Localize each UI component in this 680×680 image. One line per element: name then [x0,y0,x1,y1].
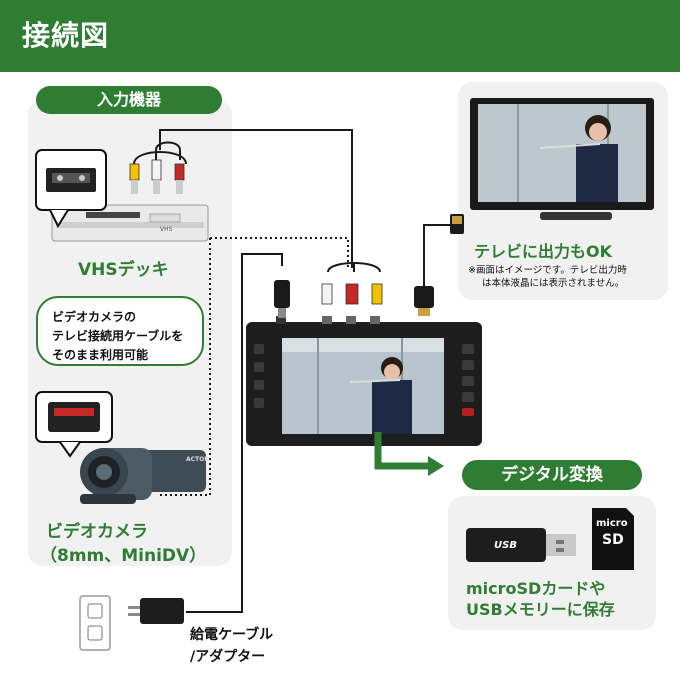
header-bar: 接続図 [0,0,680,72]
rca-plugs-vhs [129,159,185,194]
microsd-label-line2: SD [602,532,624,548]
bubble-line-1: ビデオカメラの [52,310,137,324]
video-camera-label-line2: （8mm、MiniDV） [40,546,207,566]
cable-camera-to-converter [210,237,349,268]
hdmi-cable [423,224,452,288]
page-title: 接続図 [22,19,110,52]
arrow-head-icon [428,456,444,476]
video-camera-label-line1: ビデオカメラ [46,522,148,542]
bubble-line-3: そのまま利用可能 [52,348,149,362]
vhs-brand-logo: VHS [160,226,173,233]
tv-output-label: テレビに出力もOK [474,242,613,261]
tv-note-line1: ※画面はイメージです。テレビ出力時 [468,265,627,276]
video-camera-illustration [35,391,206,504]
power-cable-label: 給電ケーブル /アダプター [190,624,273,668]
power-cable [186,253,283,613]
conversion-arrow [374,432,432,470]
storage-label-line1: microSDカードや [466,579,606,598]
bubble-line-2: テレビ接続用ケーブルを [52,329,184,343]
power-outlet-illustration [79,595,184,651]
input-devices-label: 入力機器 [36,86,222,114]
microsd-label-line1: micro [596,518,628,529]
tv-illustration [470,98,654,220]
usb-memory-illustration [466,528,576,562]
digital-conversion-label: デジタル変換 [462,460,642,490]
tv-note-line2: は本体液晶には表示されません。 [482,278,625,289]
storage-label-line2: USBメモリーに保存 [466,600,615,619]
camera-cable-speech-bubble: ビデオカメラの テレビ接続用ケーブルを そのまま利用可能 [36,296,204,366]
vhs-deck-illustration [35,149,209,242]
power-label-line2: /アダプター [190,649,266,665]
storage-label: microSDカードや USBメモリーに保存 [466,578,615,620]
tv-image-note: ※画面はイメージです。テレビ出力時 は本体液晶には表示されません。 [468,264,627,290]
video-camera-label: ビデオカメラ （8mm、MiniDV） [40,520,206,568]
converter-plugs [274,280,434,318]
converter-device [246,316,482,446]
usb-label: USB [494,540,517,551]
camera-brand-logo: ACTOR [186,456,209,463]
power-label-line1: 給電ケーブル [190,627,274,643]
cable-vhs-to-converter [159,129,353,268]
cables [133,129,452,613]
vhs-deck-label: VHSデッキ [78,260,169,280]
microsd-card-illustration [592,508,634,570]
